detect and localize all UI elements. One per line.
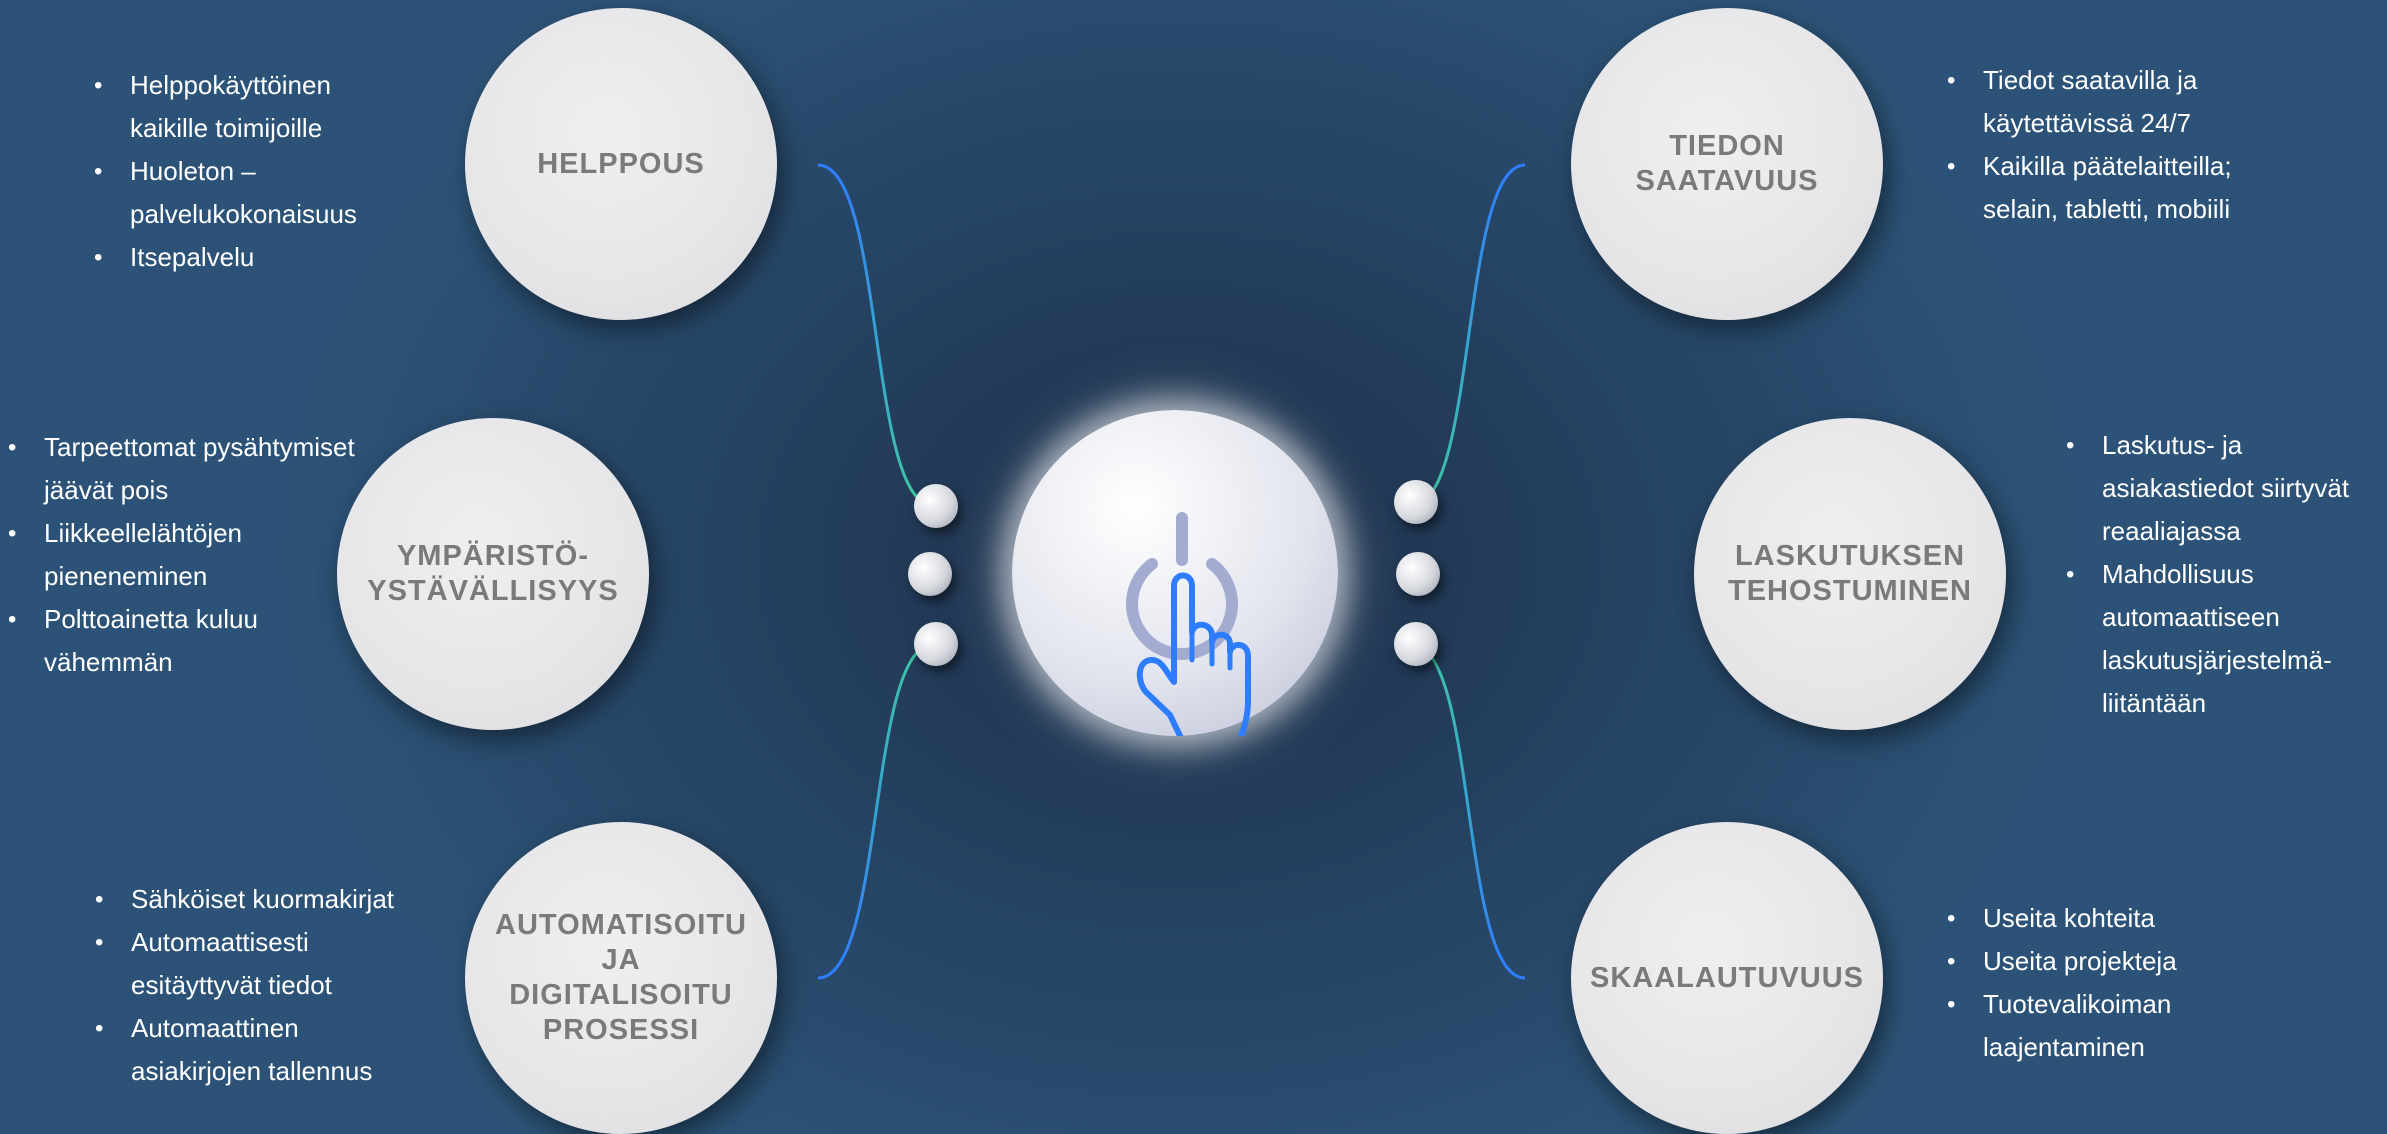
bullet-item: Sähköiset kuormakirjat (95, 878, 425, 921)
node-title: HELPPOUS (537, 147, 705, 180)
knob-right-bottom (1394, 622, 1438, 666)
bullet-item: Itsepalvelu (94, 236, 404, 279)
connector-helppous (817, 163, 921, 502)
automatisoitu-bullets: Sähköiset kuormakirjatAutomaattisesti es… (95, 878, 425, 1093)
bullet-item: Useita projekteja (1947, 940, 2277, 983)
center-hub (1012, 410, 1338, 736)
node-skaalautuvuus: SKAALAUTUVUUS (1571, 822, 1883, 1134)
bullet-item: Laskutus- ja asiakastiedot siirtyvät rea… (2066, 424, 2376, 553)
power-touch-icon (1126, 512, 1251, 736)
connector-tiedon (1424, 163, 1526, 502)
connector-automatisoitu (817, 648, 921, 980)
bullet-item: Tuotevalikoiman laajentaminen (1947, 983, 2277, 1069)
laskutus-bullets: Laskutus- ja asiakastiedot siirtyvät rea… (2066, 424, 2376, 725)
knob-left-middle (908, 552, 952, 596)
node-helppous: HELPPOUS (465, 8, 777, 320)
bullet-item: Tiedot saatavilla ja käytettävissä 24/7 (1947, 59, 2277, 145)
bullet-item: Huoleton – palvelukokonaisuus (94, 150, 404, 236)
node-tiedon: TIEDON SAATAVUUS (1571, 8, 1883, 320)
bullet-item: Automaattinen asiakirjojen tallennus (95, 1007, 425, 1093)
knob-right-middle (1396, 552, 1440, 596)
bullet-item: Tarpeettomat pysähtymiset jäävät pois (8, 426, 368, 512)
bullet-item: Polttoainetta kuluu vähemmän (8, 598, 368, 684)
knob-left-bottom (914, 622, 958, 666)
skaalautuvuus-bullets: Useita kohteitaUseita projektejaTuoteval… (1947, 897, 2277, 1069)
bullet-item: Kaikilla päätelaitteilla; selain, tablet… (1947, 145, 2277, 231)
node-title: YMPÄRISTÖ- YSTÄVÄLLISYYS (367, 540, 619, 607)
connector-skaalautuvuus (1424, 648, 1526, 980)
bullet-item: Mahdollisuus automaattiseen laskutusjärj… (2066, 553, 2376, 725)
ymparisto-bullets: Tarpeettomat pysähtymiset jäävät poisLii… (8, 426, 368, 684)
node-laskutus: LASKUTUKSEN TEHOSTUMINEN (1694, 418, 2006, 730)
node-ymparisto: YMPÄRISTÖ- YSTÄVÄLLISYYS (337, 418, 649, 730)
bullet-item: Useita kohteita (1947, 897, 2277, 940)
helppous-bullets: Helppokäyttöinen kaikille toimijoilleHuo… (94, 64, 404, 279)
bullet-item: Liikkeellelähtöjen pieneneminen (8, 512, 368, 598)
knob-right-top (1394, 480, 1438, 524)
node-title: AUTOMATISOITU JA DIGITALISOITU PROSESSI (495, 909, 747, 1046)
node-title: SKAALAUTUVUUS (1590, 961, 1864, 994)
node-automatisoitu: AUTOMATISOITU JA DIGITALISOITU PROSESSI (465, 822, 777, 1134)
node-title: LASKUTUKSEN TEHOSTUMINEN (1728, 540, 1972, 607)
node-title: TIEDON SAATAVUUS (1635, 130, 1819, 197)
tiedon-bullets: Tiedot saatavilla ja käytettävissä 24/7K… (1947, 59, 2277, 231)
bullet-item: Helppokäyttöinen kaikille toimijoille (94, 64, 404, 150)
bullet-item: Automaattisesti esitäyttyvät tiedot (95, 921, 425, 1007)
knob-left-top (914, 484, 958, 528)
